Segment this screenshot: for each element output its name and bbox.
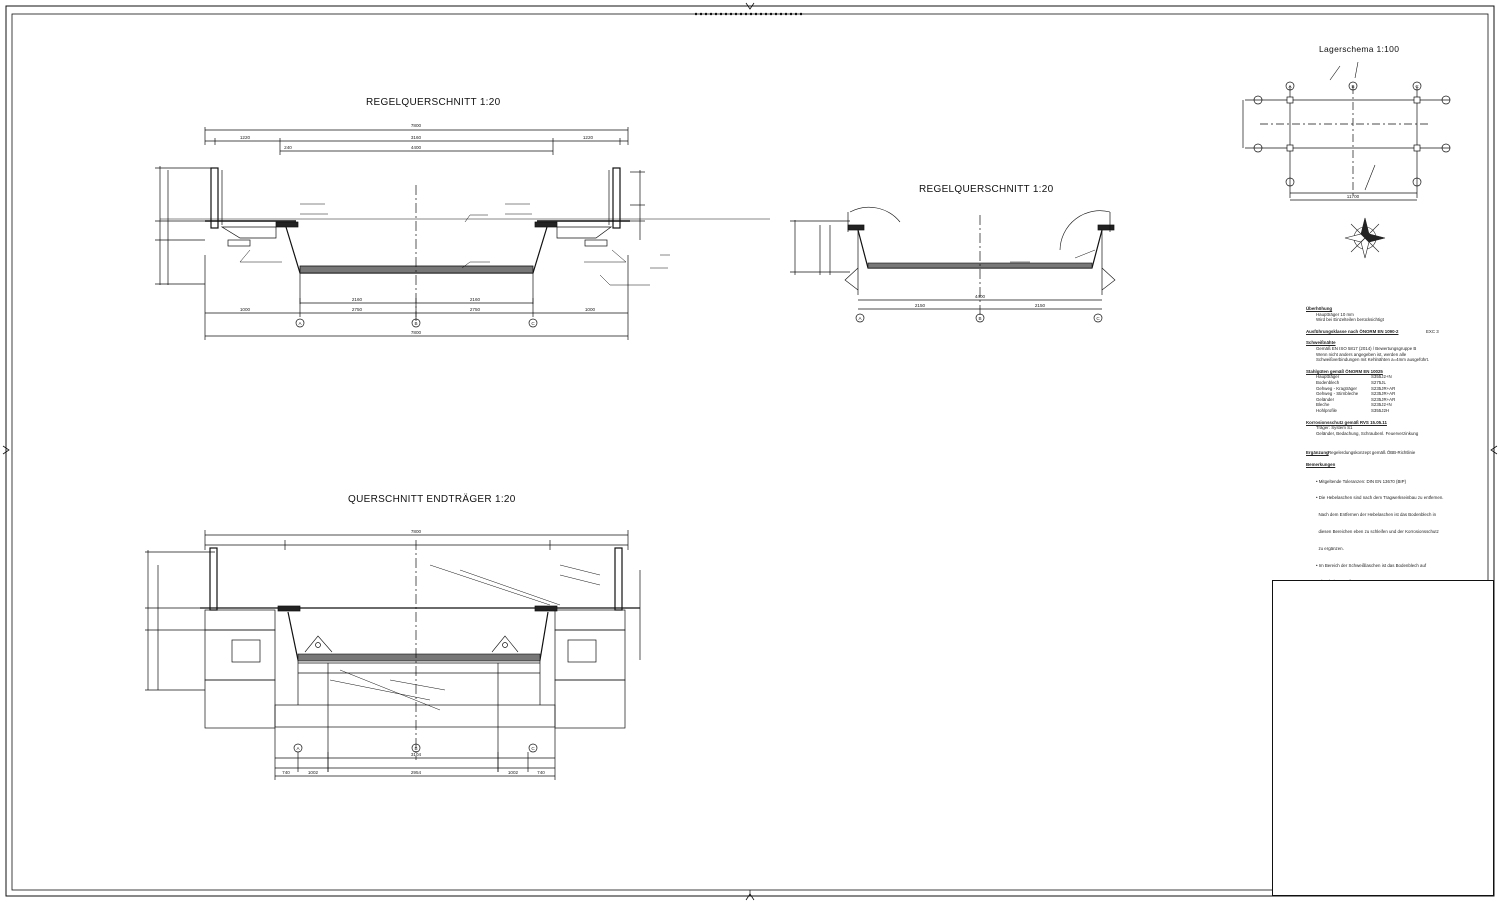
section-c-title: QUERSCHNITT ENDTRÄGER 1:20: [348, 494, 516, 505]
axis-c-a: A: [296, 746, 300, 751]
remark-line: zu ergänzen.: [1316, 545, 1344, 551]
material-grade: S235JR+AR: [1371, 396, 1396, 402]
remark-line: • Die Hebelaschen sind nach dem Tragwerk…: [1316, 495, 1444, 501]
bearing-schema-geometry: [1242, 61, 1451, 201]
dim-a-right-cant: 1220: [583, 135, 594, 140]
note-welds-1: Gemäß EN ISO 5817 (2014) / Bewertungsgru…: [1316, 345, 1417, 351]
note-title-welds: Schweißnähte: [1306, 340, 1336, 346]
section-a-title: REGELQUERSCHNITT 1:20: [366, 97, 501, 108]
dim-b-right: 2150: [1035, 303, 1046, 308]
material-row: Hauptträger S355J2+N: [1316, 374, 1476, 380]
bearing-total: 11700: [1347, 194, 1360, 199]
dim-a-edge-left: 1000: [240, 307, 251, 312]
axis-b-a: A: [858, 316, 862, 321]
dim-a-bottom-left: 2750: [352, 307, 363, 312]
dim-a-overall: 7800: [411, 123, 422, 128]
bearing-axis-c: C: [1415, 84, 1419, 89]
material-grade: S355J2H: [1371, 407, 1390, 413]
dim-c-sub-2: 1002: [308, 770, 319, 775]
remark-line: Nach dem Entfernen der Hebelaschen ist d…: [1316, 512, 1437, 518]
note-corrosion-2: Geländer, Bedachung, Schraubenl. Feuerve…: [1316, 430, 1419, 436]
bearing-axis-b: B: [1351, 84, 1354, 89]
dim-a-edge-right: 1000: [585, 307, 596, 312]
title-block: [1272, 580, 1494, 896]
note-title-corrosion: Korrosionsschutz gemäß RVS 15.05.11: [1306, 419, 1387, 425]
remark-line: diesen Bereichen eben zu schleifen und d…: [1316, 529, 1439, 534]
material-row: Bodenblech S275JL: [1316, 380, 1476, 386]
material-part: Hauptträger: [1316, 374, 1340, 380]
bearing-schema-title: Lagerschema 1:100: [1319, 44, 1400, 54]
material-part: Hohlprofile: [1316, 407, 1337, 413]
bearing-axis-a: A: [1288, 84, 1292, 89]
material-row: Gehweg - Stirnbleche S235JR+AR: [1316, 391, 1476, 397]
dim-c-overall: 7800: [411, 529, 422, 534]
note-camber-2: Wird bei Einzelteilen berücksichtigt: [1316, 317, 1384, 323]
sheet-frame-outer: [5, 5, 1495, 897]
axis-c-c: C: [531, 746, 535, 751]
material-grade: S275JL: [1371, 379, 1386, 385]
material-grade: S235JR+AR: [1371, 385, 1396, 391]
material-row: Hohlprofile S355J2H: [1316, 408, 1476, 414]
material-part: Gehweg - Stirnbleche: [1316, 391, 1359, 397]
remark-line: • Im Bereich der Schweißlaschen ist das …: [1316, 562, 1427, 568]
note-welds-2: Wenn nicht anders angegeben ist, werden …: [1316, 351, 1407, 357]
note-camber-1: Hauptträger 10 mm: [1316, 311, 1354, 317]
material-part: Bleche: [1316, 402, 1330, 408]
sheet-frame-inner: [11, 13, 1489, 891]
note-title-camber: Überhöhung: [1306, 306, 1333, 311]
section-c-geometry: [145, 530, 641, 780]
axis-a-a: A: [298, 321, 302, 326]
note-title-supplement: Ergänzung: [1306, 450, 1329, 456]
dim-a-inner: 4400: [411, 145, 422, 150]
material-row: Geländer S235JR+AR: [1316, 397, 1476, 403]
dim-c-sub-3: 2954: [411, 770, 422, 775]
axis-a-b: B: [414, 321, 417, 326]
dim-a-girder: 240: [284, 145, 292, 150]
material-row: Bleche S235J2+N: [1316, 402, 1476, 408]
dim-a-bottom-overall: 7800: [411, 330, 422, 335]
dim-c-sub-4: 1002: [508, 770, 519, 775]
section-b-title: REGELQUERSCHNITT 1:20: [919, 184, 1054, 195]
material-part: Gehweg - Kragträger: [1316, 385, 1357, 391]
material-part: Geländer: [1316, 396, 1335, 402]
dim-a-web-left: 2160: [352, 297, 363, 302]
dim-a-bottom-right: 2750: [470, 307, 481, 312]
dim-a-deck: 3160: [411, 135, 422, 140]
dim-c-sub-5: 740: [537, 770, 545, 775]
dim-c-sub-1: 740: [282, 770, 290, 775]
dim-a-web-right: 2160: [470, 297, 481, 302]
general-notes: Überhöhung Hauptträger 10 mm Wird bei Ei…: [1306, 300, 1476, 596]
axis-b-c: C: [1096, 316, 1100, 321]
material-part: Bodenblech: [1316, 379, 1340, 385]
note-title-remarks: Bemerkungen: [1306, 461, 1336, 467]
axis-b-b: B: [978, 316, 981, 321]
note-title-steel: Stahlgüten gemäß ÖNORM EN 10025: [1306, 368, 1383, 374]
axis-c-b: B: [414, 746, 417, 751]
dim-b-left: 2150: [915, 303, 926, 308]
note-exc-value: EXC 3: [1426, 328, 1439, 334]
remark-line: • Mitgeltende Toleranzen: DIN EN 13670 (…: [1316, 478, 1407, 484]
note-corrosion-1: Träger: System S1: [1316, 425, 1353, 431]
compass-icon: [1344, 217, 1386, 259]
material-row: Gehweg - Kragträger S235JR+AR: [1316, 386, 1476, 392]
note-supplement-value: Regelerdungskonzept gemäß ÖBB-Richtlinie: [1328, 450, 1416, 456]
section-b-geometry: [790, 206, 1116, 323]
dim-b-overall: 4400: [975, 294, 986, 299]
material-grade: S235J2+N: [1371, 402, 1392, 408]
note-welds-3: Schweißverbindungen mit Kehlnähten a=4mm…: [1316, 357, 1430, 363]
material-grade: S235JR+AR: [1371, 391, 1396, 397]
section-a-geometry: [155, 127, 770, 340]
axis-a-c: C: [531, 321, 535, 326]
dim-a-left-cant: 1220: [240, 135, 251, 140]
note-title-exc: Ausführungsklasse nach ÖNORM EN 1090-2: [1306, 328, 1399, 334]
material-grade: S355J2+N: [1371, 374, 1392, 380]
dim-c-span: 3104: [411, 752, 422, 757]
